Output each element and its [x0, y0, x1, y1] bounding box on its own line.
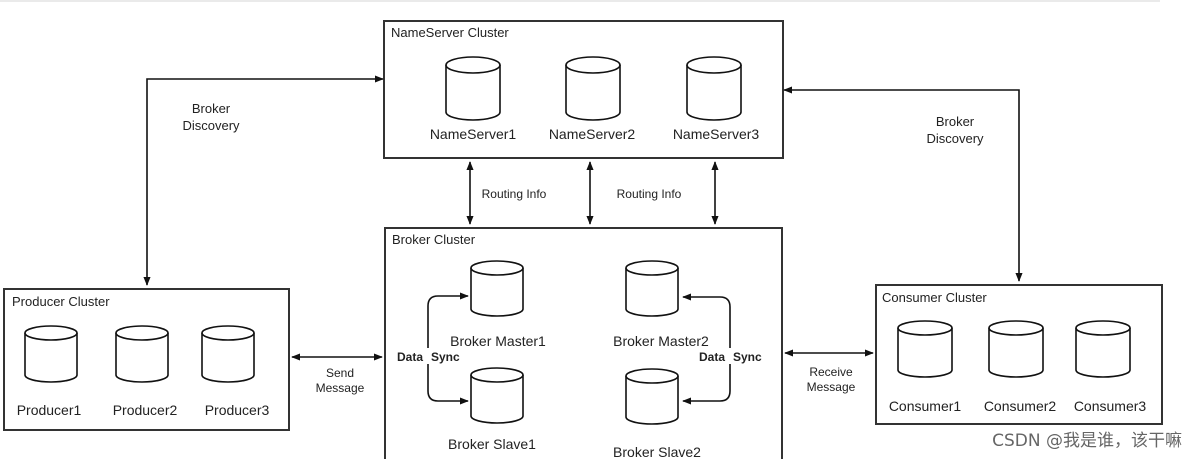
broker-slave2-node: Broker Slave2: [613, 368, 701, 459]
database-cylinder-icon: [897, 320, 953, 378]
send-message-label-1: Send: [326, 366, 354, 380]
send-message-label-2: Message: [316, 381, 365, 395]
database-cylinder-icon: [625, 368, 679, 425]
broker-cluster-title: Broker Cluster: [392, 232, 476, 247]
database-cylinder-icon: [445, 56, 501, 121]
database-cylinder-icon: [115, 325, 169, 383]
consumer1-label: Consumer1: [889, 398, 962, 414]
receive-message-label-1: Receive: [809, 365, 853, 379]
data-sync-left-label-2: Sync: [431, 350, 460, 364]
data-sync-left-label-1: Data: [397, 350, 423, 364]
database-cylinder-icon: [1075, 320, 1131, 378]
routing-info-label-2: Routing Info: [617, 187, 682, 201]
consumer-cluster: Consumer Cluster Consumer1 Consumer2 Con…: [875, 284, 1163, 425]
consumer1-node: Consumer1: [889, 320, 962, 414]
broker-discovery-left-label-2: Discovery: [182, 118, 240, 133]
database-cylinder-icon: [24, 325, 78, 383]
consumer3-label: Consumer3: [1074, 398, 1147, 414]
database-cylinder-icon: [625, 260, 679, 317]
database-cylinder-icon: [470, 367, 524, 424]
nameserver2-label: NameServer2: [549, 126, 636, 142]
consumer-cluster-title: Consumer Cluster: [882, 290, 987, 305]
broker-master2-label: Broker Master2: [613, 333, 709, 349]
producer-cluster-title: Producer Cluster: [12, 294, 110, 309]
nameserver2-node: NameServer2: [549, 56, 636, 142]
nameserver3-node: NameServer3: [673, 56, 760, 142]
producer3-label: Producer3: [205, 402, 270, 418]
producer2-label: Producer2: [113, 402, 178, 418]
broker-master1-node: Broker Master1: [450, 260, 546, 349]
broker-slave1-label: Broker Slave1: [448, 436, 536, 452]
broker-slave2-label: Broker Slave2: [613, 444, 701, 459]
broker-discovery-left-label-1: Broker: [192, 101, 231, 116]
producer1-label: Producer1: [17, 402, 82, 418]
receive-message-label-2: Message: [807, 380, 856, 394]
database-cylinder-icon: [988, 320, 1044, 378]
nameserver1-label: NameServer1: [430, 126, 517, 142]
broker-discovery-right-label-1: Broker: [936, 114, 975, 129]
broker-slave1-node: Broker Slave1: [448, 367, 536, 452]
broker-discovery-right-connector: [783, 86, 1023, 282]
database-cylinder-icon: [470, 260, 524, 317]
nameserver1-node: NameServer1: [430, 56, 517, 142]
consumer2-label: Consumer2: [984, 398, 1057, 414]
nameserver-cluster: NameServer Cluster NameServer1 NameServe…: [383, 20, 784, 159]
routing-info-label-1: Routing Info: [482, 187, 547, 201]
broker-cluster: Broker Cluster Broker Master1 Broker Mas…: [384, 227, 783, 459]
consumer3-node: Consumer3: [1074, 320, 1147, 414]
data-sync-right-label-2: Sync: [733, 350, 762, 364]
broker-discovery-left-connector: [143, 75, 384, 286]
broker-discovery-right-label-2: Discovery: [926, 131, 984, 146]
database-cylinder-icon: [565, 56, 621, 121]
data-sync-right-label-1: Data: [699, 350, 725, 364]
producer1-node: Producer1: [17, 325, 82, 418]
consumer2-node: Consumer2: [984, 320, 1057, 414]
nameserver-cluster-title: NameServer Cluster: [391, 25, 509, 40]
nameserver3-label: NameServer3: [673, 126, 760, 142]
broker-master1-label: Broker Master1: [450, 333, 546, 349]
watermark: CSDN @我是谁，该干嘛: [992, 431, 1182, 451]
producer-cluster: Producer Cluster Producer1 Producer2 Pro…: [3, 288, 290, 431]
producer3-node: Producer3: [201, 325, 270, 418]
producer2-node: Producer2: [113, 325, 178, 418]
database-cylinder-icon: [686, 56, 742, 121]
database-cylinder-icon: [201, 325, 255, 383]
